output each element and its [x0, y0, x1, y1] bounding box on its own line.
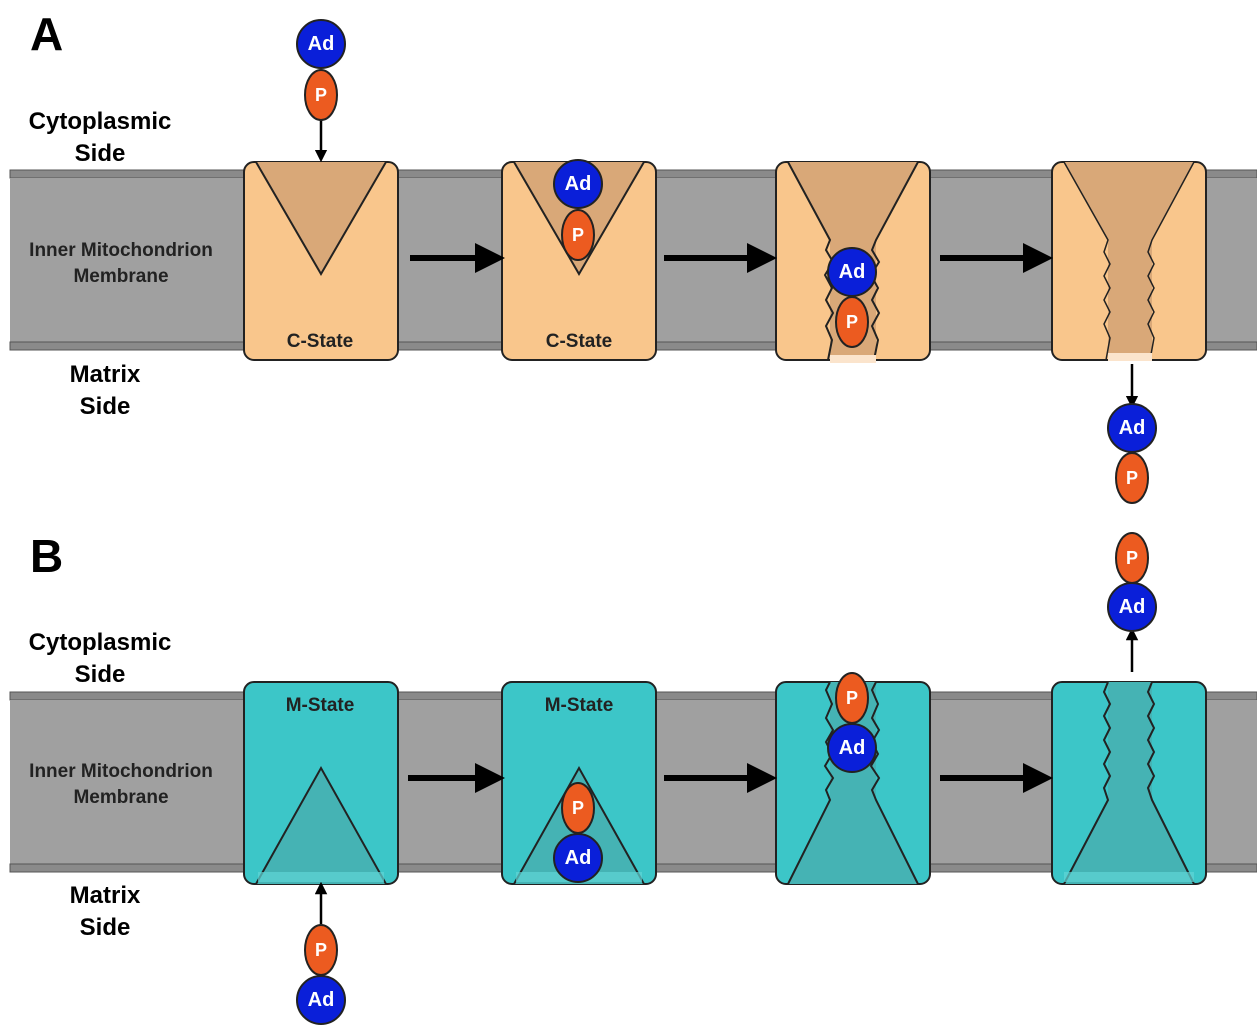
adenosine-label: Ad [839, 737, 866, 759]
atp-molecule: P Ad [1108, 533, 1156, 631]
adenosine-label: Ad [308, 33, 335, 55]
cytoplasmic-side-label-a-line2: Side [75, 140, 126, 167]
adp-molecule: Ad P [1108, 404, 1156, 503]
adp-molecule: Ad P [297, 20, 345, 120]
panel-a: A Cytoplasmic Side Inner Mitochondrion M… [10, 8, 1257, 503]
carrier-a1: C-State [244, 162, 398, 360]
panel-a-letter: A [30, 8, 63, 60]
panel-b-letter: B [30, 530, 63, 582]
atp-molecule: P Ad [297, 925, 345, 1024]
phosphate-label: P [846, 688, 858, 708]
panel-b: B Cytoplasmic Side Inner Mitochondrion M… [10, 530, 1257, 1024]
matrix-side-label-a-line2: Side [80, 393, 131, 420]
phosphate-label: P [572, 798, 584, 818]
m-state-label-1: M-State [286, 695, 355, 716]
membrane-label-b-line1: Inner Mitochondrion [29, 761, 213, 782]
adenosine-label: Ad [565, 847, 592, 869]
membrane-label-a-line1: Inner Mitochondrion [29, 240, 213, 261]
cytoplasmic-side-label-b-line1: Cytoplasmic [29, 629, 172, 656]
carrier-b4 [1052, 682, 1206, 884]
adenosine-label: Ad [1119, 417, 1146, 439]
carrier-a4 [1052, 162, 1206, 361]
matrix-side-label-b-line2: Side [80, 914, 131, 941]
adenosine-label: Ad [565, 173, 592, 195]
phosphate-label: P [572, 225, 584, 245]
membrane-label-b-line2: Membrane [73, 787, 168, 808]
phosphate-label: P [315, 85, 327, 105]
adenosine-label: Ad [308, 989, 335, 1011]
membrane-label-a-line2: Membrane [73, 266, 168, 287]
adenosine-label: Ad [1119, 596, 1146, 618]
c-state-label-1: C-State [287, 331, 354, 352]
phosphate-label: P [846, 312, 858, 332]
adenosine-label: Ad [839, 261, 866, 283]
matrix-side-label-b-line1: Matrix [70, 882, 141, 909]
carrier-b1: M-State [244, 682, 398, 884]
phosphate-label: P [1126, 548, 1138, 568]
matrix-side-label-a-line1: Matrix [70, 361, 141, 388]
m-state-label-2: M-State [545, 695, 614, 716]
cytoplasmic-side-label-a-line1: Cytoplasmic [29, 108, 172, 135]
phosphate-label: P [1126, 468, 1138, 488]
c-state-label-2: C-State [546, 331, 613, 352]
phosphate-label: P [315, 940, 327, 960]
cytoplasmic-side-label-b-line2: Side [75, 661, 126, 688]
